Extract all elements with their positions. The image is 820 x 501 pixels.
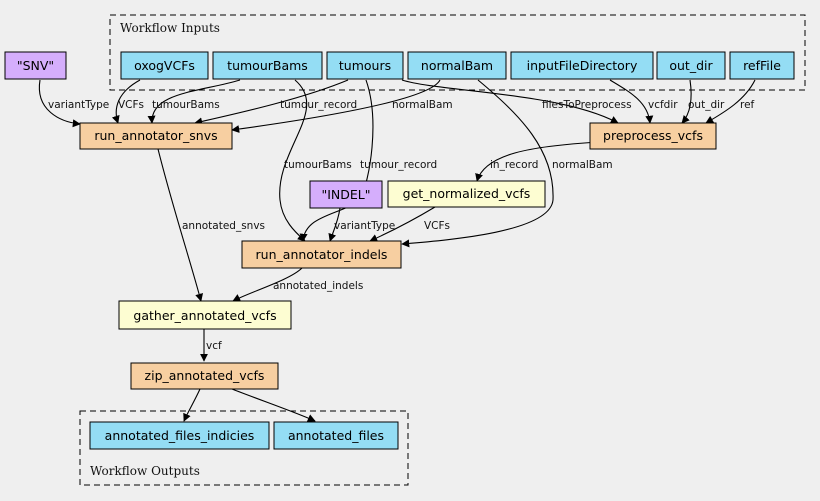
node-oxogvcfs-label: oxogVCFs xyxy=(134,58,195,73)
edge-tumours-to-preprocess-vcfs xyxy=(401,79,619,124)
node-reffile-box xyxy=(729,51,795,80)
node-tumourbams[interactable]: tumourBams xyxy=(212,51,323,80)
edge-indel-to-run-annotator-indels xyxy=(328,207,341,242)
node-indel-constant[interactable]: "INDEL" xyxy=(309,180,383,209)
edge-label-normalbam-indels: normalBam xyxy=(552,159,613,171)
node-run-annotator-indels-box xyxy=(241,240,402,269)
edge-label-out-dir: out_dir xyxy=(688,99,725,111)
node-run-annotator-indels-label: run_annotator_indels xyxy=(256,247,388,262)
edge-zip-to-annotated-files xyxy=(231,388,316,422)
edge-tumourbams-to-run-annotator-snvs xyxy=(147,79,241,124)
edge-label-vcfdir: vcfdir xyxy=(648,99,678,111)
node-normalbam-box xyxy=(407,51,507,80)
node-tumours-label: tumours xyxy=(339,58,391,73)
node-annotated-files[interactable]: annotated_files xyxy=(273,421,399,450)
edge-label-tumourbams-indels: tumourBams xyxy=(284,159,352,171)
node-inputfiledirectory-label: inputFileDirectory xyxy=(527,58,638,73)
edge-tumourbams-to-run-annotator-indels xyxy=(279,79,308,242)
edge-label-snv-varianttype: variantType xyxy=(48,99,109,111)
edge-label-files-to-preprocess: filesToPreprocess xyxy=(542,99,632,111)
edge-out-dir-to-preprocess-vcfs xyxy=(681,79,692,124)
node-snv-constant[interactable]: "SNV" xyxy=(4,51,67,80)
edge-snv-to-run-annotator-snvs xyxy=(38,79,81,128)
node-tumourbams-box xyxy=(212,51,323,80)
node-indel-label: "INDEL" xyxy=(321,187,370,202)
node-preprocess-vcfs-label: preprocess_vcfs xyxy=(603,128,703,143)
workflow-outputs-cluster: Workflow Outputs xyxy=(79,410,409,486)
node-tumourbams-label: tumourBams xyxy=(227,58,308,73)
edge-normalbam-to-run-annotator-indels xyxy=(401,79,554,248)
node-oxogvcfs[interactable]: oxogVCFs xyxy=(120,51,209,80)
node-preprocess-vcfs-box xyxy=(589,122,717,150)
edge-run-annotator-indels-to-gather xyxy=(232,267,303,302)
node-get-normalized-vcfs[interactable]: get_normalized_vcfs xyxy=(387,180,546,208)
node-gather-annotated-vcfs-box xyxy=(118,300,292,330)
node-out-dir-box xyxy=(656,51,726,80)
node-annotated-files-label: annotated_files xyxy=(288,428,384,443)
node-preprocess-vcfs[interactable]: preprocess_vcfs xyxy=(589,122,717,150)
edge-label-normalbam-snvs: normalBam xyxy=(392,99,453,111)
edge-normalbam-to-run-annotator-snvs xyxy=(231,79,441,133)
edge-get-normalized-vcfs-to-run-annotator-indels xyxy=(369,206,436,242)
node-normalbam[interactable]: normalBam xyxy=(407,51,507,80)
node-annotated-files-indicies-label: annotated_files_indicies xyxy=(105,428,255,443)
edge-label-tumour-record-snvs: tumour_record xyxy=(280,99,357,111)
node-reffile[interactable]: refFile xyxy=(729,51,795,80)
node-out-dir-label: out_dir xyxy=(669,58,713,73)
node-inputfiledirectory[interactable]: inputFileDirectory xyxy=(510,51,654,80)
edge-tumours-to-run-annotator-snvs xyxy=(194,79,349,126)
edge-label-indel-varianttype: variantType xyxy=(334,220,395,232)
node-reffile-label: refFile xyxy=(743,58,781,73)
edge-label-tumourbams-snvs: tumourBams xyxy=(152,99,220,111)
edge-run-annotator-snvs-to-gather xyxy=(157,148,203,302)
node-zip-annotated-vcfs-box xyxy=(130,362,279,390)
edge-reffile-to-preprocess-vcfs xyxy=(705,79,756,124)
edge-label-annotated-snvs: annotated_snvs xyxy=(182,220,265,232)
workflow-inputs-label: Workflow Inputs xyxy=(120,21,220,35)
edge-label-vcfs-indels: VCFs xyxy=(424,220,450,232)
edge-label-ref: ref xyxy=(740,99,755,111)
node-oxogvcfs-box xyxy=(120,51,209,80)
edge-label-tumour-record-indels: tumour_record xyxy=(360,159,437,171)
node-run-annotator-snvs-box xyxy=(79,122,233,150)
edge-label-vcf: vcf xyxy=(206,340,222,352)
workflow-inputs-cluster: Workflow Inputs xyxy=(109,14,806,91)
node-normalbam-label: normalBam xyxy=(421,58,493,73)
node-snv-box xyxy=(4,51,67,80)
node-snv-label: "SNV" xyxy=(17,58,54,73)
edge-preprocess-vcfs-to-get-normalized-vcfs xyxy=(475,141,601,182)
node-get-normalized-vcfs-box xyxy=(387,180,546,208)
node-zip-annotated-vcfs-label: zip_annotated_vcfs xyxy=(145,368,265,383)
edge-label-oxogvcfs: VCFs xyxy=(118,99,144,111)
edge-zip-to-annotated-files-indicies xyxy=(183,388,201,422)
node-out-dir[interactable]: out_dir xyxy=(656,51,726,80)
node-gather-annotated-vcfs[interactable]: gather_annotated_vcfs xyxy=(118,300,292,330)
node-annotated-files-box xyxy=(273,421,399,450)
node-tumours-box xyxy=(326,51,404,80)
node-run-annotator-snvs-label: run_annotator_snvs xyxy=(94,128,217,143)
node-zip-annotated-vcfs[interactable]: zip_annotated_vcfs xyxy=(130,362,279,390)
edges: variantType VCFs tumourBams tumour_recor… xyxy=(38,79,756,422)
nodes: "SNV" oxogVCFs tumourBams tumours normal… xyxy=(4,51,795,450)
workflow-outputs-label: Workflow Outputs xyxy=(90,464,200,478)
node-inputfiledirectory-box xyxy=(510,51,654,80)
edge-oxogvcfs-to-run-annotator-snvs xyxy=(111,79,141,124)
edge-inputfiledirectory-to-preprocess-vcfs xyxy=(609,79,654,124)
node-get-normalized-vcfs-label: get_normalized_vcfs xyxy=(403,186,531,201)
edge-label-in-record: in_record xyxy=(490,159,538,171)
node-annotated-files-indicies[interactable]: annotated_files_indicies xyxy=(89,421,270,450)
node-run-annotator-indels[interactable]: run_annotator_indels xyxy=(241,240,402,269)
node-annotated-files-indicies-box xyxy=(89,421,270,450)
node-indel-box xyxy=(309,180,383,209)
node-run-annotator-snvs[interactable]: run_annotator_snvs xyxy=(79,122,233,150)
node-tumours[interactable]: tumours xyxy=(326,51,404,80)
node-gather-annotated-vcfs-label: gather_annotated_vcfs xyxy=(133,308,276,323)
edge-label-annotated-indels: annotated_indels xyxy=(273,280,363,292)
